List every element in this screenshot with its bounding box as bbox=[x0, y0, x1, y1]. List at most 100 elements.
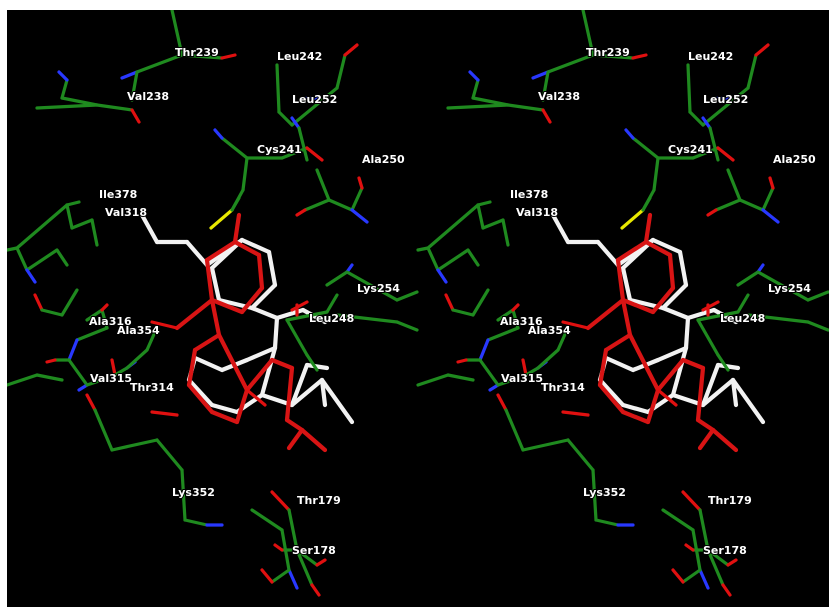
bond-left-95 bbox=[284, 365, 295, 423]
bond-right-147 bbox=[721, 583, 732, 597]
bond-right-137 bbox=[681, 490, 702, 512]
bond-left-43 bbox=[55, 248, 69, 267]
residue-label-ala354: Ala354 bbox=[528, 324, 571, 337]
bond-left-145 bbox=[260, 568, 274, 584]
bond-right-97 bbox=[710, 427, 739, 453]
bond-left-113 bbox=[85, 308, 104, 322]
bond-left-45 bbox=[40, 308, 64, 317]
bond-left-97 bbox=[299, 427, 328, 453]
bond-right-80 bbox=[620, 297, 656, 315]
bond-right-138 bbox=[698, 508, 710, 552]
bond-right-62 bbox=[683, 315, 691, 351]
bond-left-74 bbox=[289, 362, 310, 408]
residue-label-ile378: Ile378 bbox=[99, 188, 137, 201]
bond-left-132 bbox=[110, 438, 159, 452]
bond-left-128 bbox=[7, 373, 39, 387]
bond-left-84 bbox=[174, 297, 215, 331]
bond-left-73 bbox=[319, 377, 355, 425]
bond-right-9 bbox=[506, 103, 545, 112]
bond-left-77 bbox=[232, 212, 242, 245]
bond-left-86 bbox=[209, 297, 222, 338]
bond-right-123 bbox=[521, 358, 528, 377]
residue-label-lys352: Lys352 bbox=[583, 486, 626, 499]
bond-left-48 bbox=[65, 200, 81, 207]
bond-right-63 bbox=[655, 345, 689, 363]
bond-right-16 bbox=[754, 43, 770, 57]
bond-left-124 bbox=[113, 366, 129, 377]
bond-left-115 bbox=[100, 303, 109, 312]
stereo-panel-right: Thr239Val238Leu242Leu252Cys241Ala250Ile3… bbox=[416, 10, 829, 597]
bond-right-98 bbox=[656, 388, 678, 407]
bond-left-11 bbox=[130, 70, 139, 102]
bond-left-38 bbox=[90, 218, 99, 247]
residue-label-thr314: Thr314 bbox=[130, 381, 174, 394]
bond-right-41 bbox=[436, 248, 470, 272]
bond-left-146 bbox=[295, 548, 314, 587]
bond-left-24 bbox=[305, 146, 324, 162]
bond-left-93 bbox=[244, 357, 275, 393]
residue-label-ala316: Ala316 bbox=[89, 315, 132, 328]
bond-left-35 bbox=[350, 208, 369, 224]
residue-label-thr239: Thr239 bbox=[586, 46, 630, 59]
bond-right-107 bbox=[736, 293, 750, 314]
stereo-panel-left: Thr239Val238Leu242Leu252Cys241Ala250Ile3… bbox=[7, 10, 419, 597]
bond-right-146 bbox=[706, 548, 725, 587]
bond-right-145 bbox=[671, 568, 685, 584]
bond-right-128 bbox=[416, 373, 450, 387]
bond-left-55 bbox=[249, 282, 278, 311]
bond-left-25 bbox=[241, 156, 249, 192]
bond-right-20 bbox=[631, 136, 660, 160]
bond-right-47 bbox=[416, 246, 430, 252]
bond-right-105 bbox=[806, 290, 829, 302]
bond-right-87 bbox=[603, 332, 633, 353]
bond-right-77 bbox=[643, 212, 653, 245]
bond-right-43 bbox=[466, 248, 480, 267]
bond-right-8 bbox=[446, 103, 510, 110]
bond-right-81 bbox=[650, 285, 676, 315]
bond-right-42 bbox=[436, 268, 448, 284]
bond-right-4 bbox=[631, 53, 648, 60]
bond-left-28 bbox=[230, 196, 241, 212]
bond-left-14 bbox=[290, 86, 339, 127]
bond-left-36 bbox=[65, 203, 74, 230]
bond-left-127 bbox=[145, 330, 157, 352]
bond-right-6 bbox=[468, 70, 480, 82]
bond-left-63 bbox=[244, 345, 278, 363]
bond-right-104 bbox=[756, 270, 810, 302]
bond-right-79 bbox=[615, 257, 626, 303]
residue-label-ser178: Ser178 bbox=[292, 544, 336, 557]
residue-label-ala250: Ala250 bbox=[362, 153, 405, 166]
bond-left-135 bbox=[183, 518, 209, 527]
bond-right-14 bbox=[701, 86, 750, 127]
bond-right-93 bbox=[655, 357, 686, 393]
bond-left-120 bbox=[67, 358, 89, 387]
bond-left-31 bbox=[350, 186, 364, 212]
bond-left-105 bbox=[395, 290, 419, 302]
bond-left-15 bbox=[335, 53, 347, 90]
bond-left-59 bbox=[249, 305, 280, 321]
bond-right-72 bbox=[700, 377, 736, 408]
bond-right-27 bbox=[620, 208, 645, 230]
bond-right-76 bbox=[730, 377, 739, 408]
residue-label-val238: Val238 bbox=[127, 90, 169, 103]
bond-left-114 bbox=[100, 308, 109, 330]
bond-right-15 bbox=[746, 53, 758, 90]
bond-right-109 bbox=[696, 318, 720, 357]
bond-right-131 bbox=[504, 408, 525, 452]
residue-label-val315: Val315 bbox=[501, 372, 543, 385]
bond-left-141 bbox=[250, 508, 284, 532]
bond-right-99 bbox=[561, 410, 590, 417]
bond-left-76 bbox=[319, 377, 328, 408]
bond-right-94 bbox=[680, 357, 706, 371]
bond-right-0 bbox=[581, 10, 595, 57]
bond-right-129 bbox=[446, 373, 475, 382]
bond-left-106 bbox=[285, 310, 329, 322]
bond-right-73 bbox=[730, 377, 766, 425]
bond-left-18 bbox=[297, 126, 309, 162]
bond-left-139 bbox=[295, 548, 319, 567]
bond-right-11 bbox=[541, 70, 550, 102]
bond-right-68 bbox=[620, 402, 651, 415]
bond-right-127 bbox=[556, 330, 568, 352]
bond-left-119 bbox=[45, 358, 57, 364]
bond-left-96 bbox=[284, 417, 305, 433]
